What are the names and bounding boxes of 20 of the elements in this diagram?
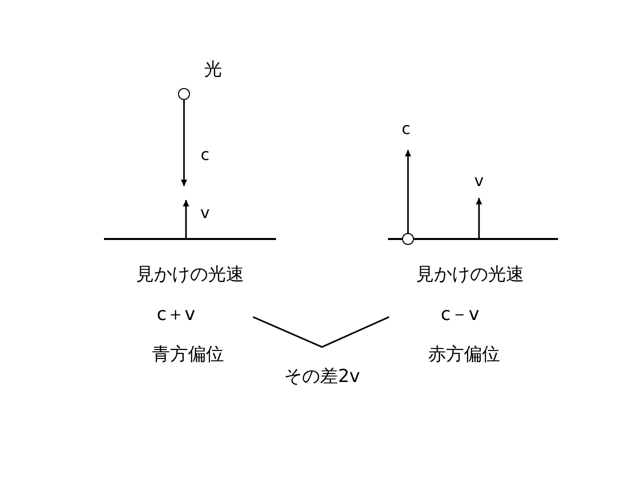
text-label: c＋v (156, 304, 196, 326)
arrow (476, 198, 482, 238)
ground-line (104, 238, 276, 240)
text-label: 青方偏位 (152, 344, 224, 366)
text-label: 赤方偏位 (428, 344, 500, 366)
light-source-circle (178, 88, 190, 100)
arrow (404, 150, 412, 233)
edge-label: c (200, 144, 210, 166)
arrow (180, 100, 188, 186)
text-label: 見かけの光速 (136, 264, 244, 286)
text-label: 見かけの光速 (416, 264, 524, 286)
edge-label: v (200, 202, 210, 224)
node-caption: 光 (204, 59, 222, 81)
text-label: c－v (440, 304, 480, 326)
edge-label: v (474, 170, 484, 192)
text-label: その差2v (284, 366, 360, 388)
arrow (182, 200, 190, 238)
edge-label: c (402, 118, 410, 140)
light-source-circle (402, 233, 414, 245)
ground-line (388, 238, 558, 240)
